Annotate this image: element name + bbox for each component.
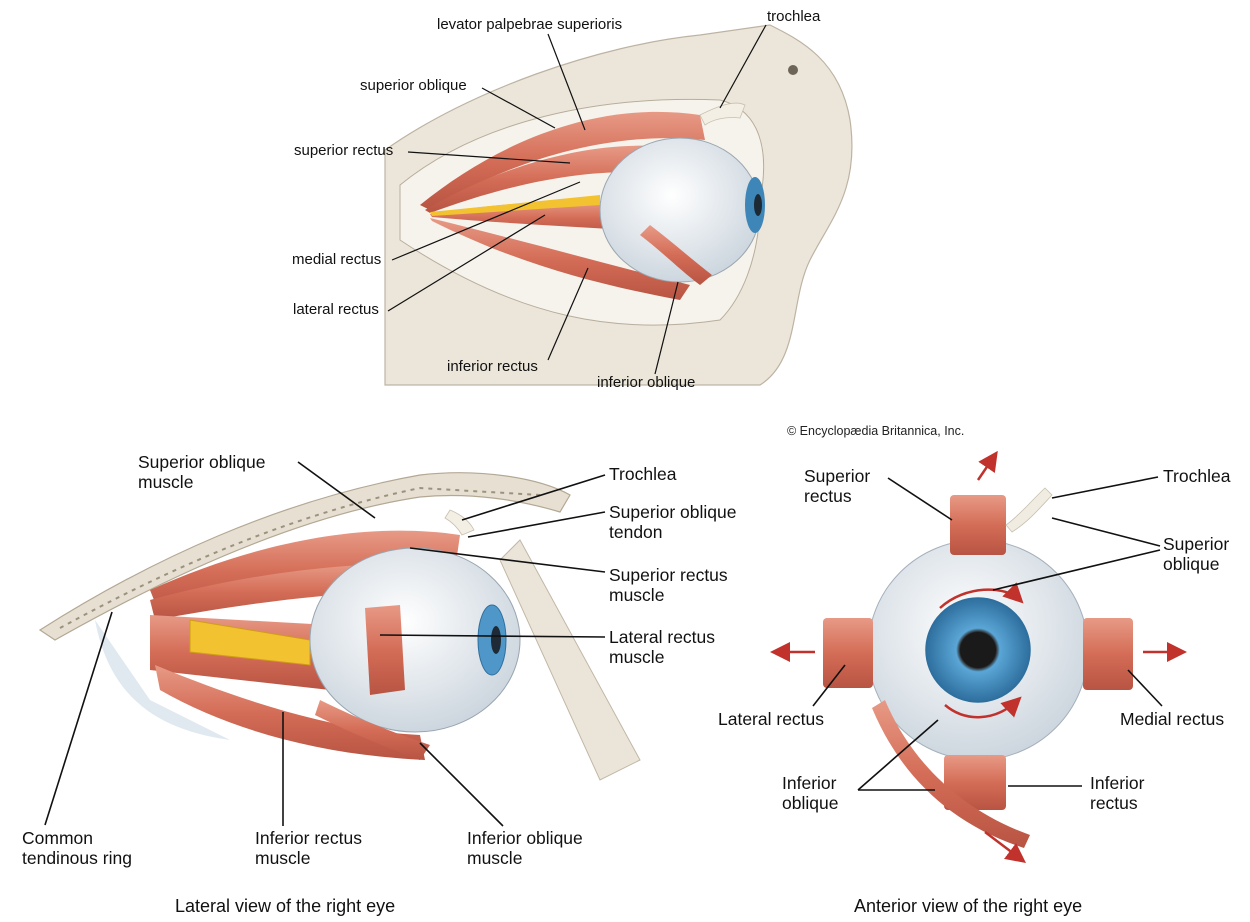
label-inferior-oblique-top: inferior oblique [597,374,695,391]
label-levator-palpebrae-superioris: levator palpebrae superioris [437,16,622,33]
label-superior-rectus-top: superior rectus [294,142,393,159]
label-inferior-oblique-muscle: Inferior oblique muscle [467,828,583,868]
label-inferior-rectus-muscle: Inferior rectus muscle [255,828,362,868]
label-superior-rectus-muscle: Superior rectus muscle [609,565,728,605]
lateral-eye-illustration [40,473,640,780]
label-trochlea-lateral: Trochlea [609,464,676,484]
label-trochlea-anterior: Trochlea [1163,466,1230,486]
label-common-tendinous-ring: Common tendinous ring [22,828,132,868]
label-superior-oblique-anterior: Superior oblique [1163,534,1229,574]
label-superior-oblique-tendon: Superior oblique tendon [609,502,736,542]
caption-lateral-view: Lateral view of the right eye [175,896,395,917]
copyright-notice: © Encyclopædia Britannica, Inc. [787,424,964,438]
label-medial-rectus-top: medial rectus [292,251,381,268]
label-inferior-oblique-anterior: Inferior oblique [782,773,838,813]
label-inferior-rectus-top: inferior rectus [447,358,538,375]
label-superior-rectus-anterior: Superior rectus [804,466,870,506]
caption-anterior-view: Anterior view of the right eye [854,896,1082,917]
label-trochlea-top: trochlea [767,8,820,25]
label-lateral-rectus-top: lateral rectus [293,301,379,318]
label-lateral-rectus-muscle: Lateral rectus muscle [609,627,715,667]
label-inferior-rectus-anterior: Inferior rectus [1090,773,1144,813]
label-superior-oblique-top: superior oblique [360,77,467,94]
label-medial-rectus-anterior: Medial rectus [1120,709,1224,729]
label-superior-oblique-muscle: Superior oblique muscle [138,452,265,492]
label-lateral-rectus-anterior: Lateral rectus [718,709,824,729]
